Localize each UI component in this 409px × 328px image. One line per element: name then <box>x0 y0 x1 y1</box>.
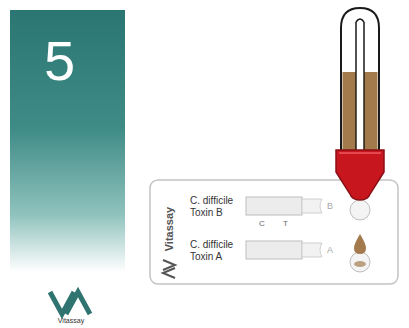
well-sample <box>354 261 366 267</box>
test-cassette: Vitassay <box>150 180 398 284</box>
step-number: 5 <box>44 30 75 92</box>
logo-text: Vitassay <box>44 317 98 325</box>
control-mark: C <box>259 219 265 228</box>
line-label: C. difficile Toxin B <box>190 195 244 218</box>
result-windows <box>246 197 322 259</box>
line-label: C. difficile Toxin A <box>190 239 244 262</box>
logo-mark <box>50 292 90 314</box>
sample-drop <box>354 234 366 254</box>
well-letter: B <box>327 201 333 211</box>
cassette-logo-mark <box>163 260 175 278</box>
brand-name: Vitassay <box>163 191 175 267</box>
well-letter: A <box>327 245 333 255</box>
dropper <box>336 8 384 200</box>
step-band: 5 <box>10 10 125 272</box>
test-mark: T <box>283 219 288 228</box>
sample-wells <box>350 200 370 272</box>
